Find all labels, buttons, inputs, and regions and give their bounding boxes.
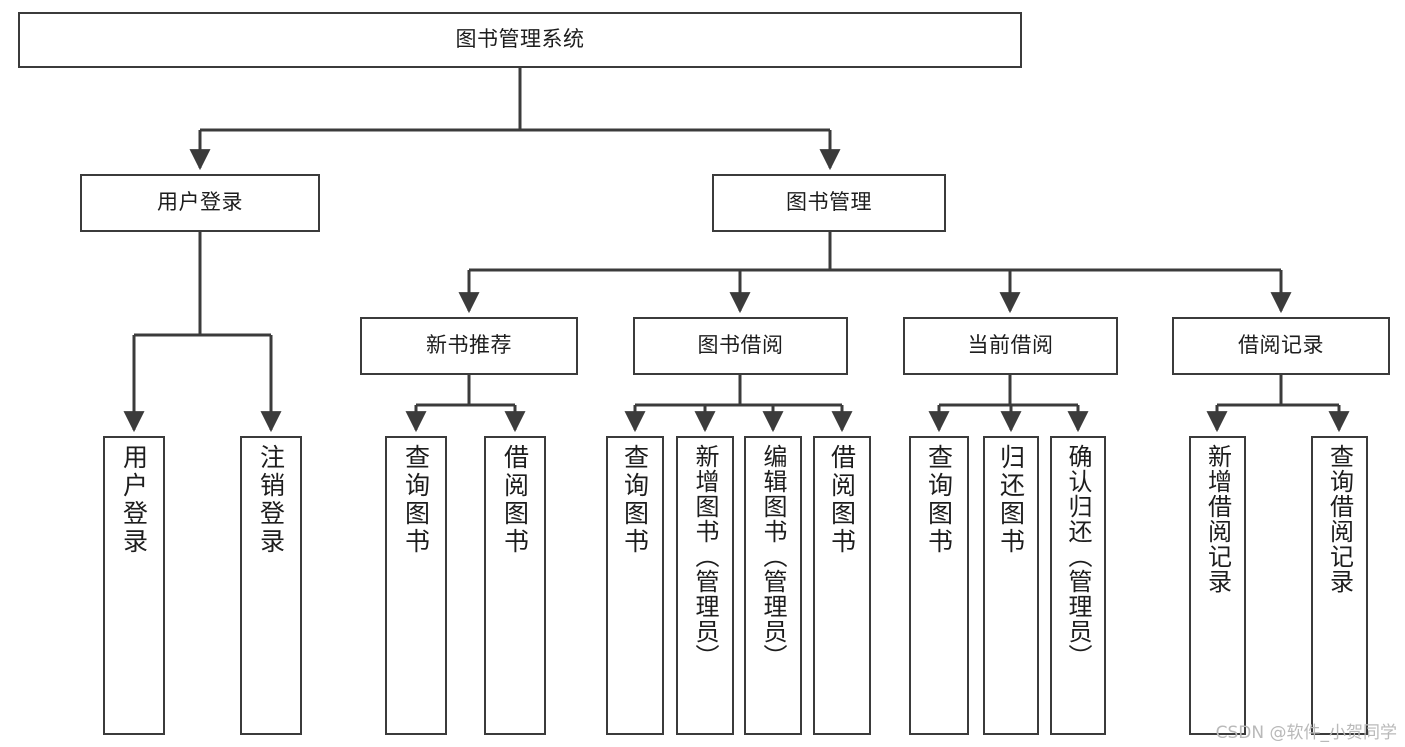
- leaf-add-borrow-record-label: 新增借阅记录: [1203, 444, 1232, 594]
- leaf-add-borrow-record[interactable]: 新增借阅记录: [1189, 436, 1246, 735]
- leaf-query-borrow-record[interactable]: 查询借阅记录: [1311, 436, 1368, 735]
- node-user-login[interactable]: 用户登录: [80, 174, 320, 232]
- leaf-user-login[interactable]: 用户登录: [103, 436, 165, 735]
- leaf-borrow-book-bb[interactable]: 借阅图书: [813, 436, 871, 735]
- node-book-borrow[interactable]: 图书借阅: [633, 317, 848, 375]
- leaf-user-login-label: 用户登录: [119, 444, 149, 556]
- node-borrow-record[interactable]: 借阅记录: [1172, 317, 1390, 375]
- leaf-query-book-cb-label: 查询图书: [924, 444, 954, 556]
- leaf-return-book-label: 归还图书: [996, 444, 1026, 556]
- leaf-query-book-bb-label: 查询图书: [620, 444, 650, 556]
- leaf-borrow-book-bb-label: 借阅图书: [827, 444, 857, 556]
- leaf-confirm-return-admin[interactable]: 确认归还（管理员）: [1050, 436, 1106, 735]
- node-book-management-label: 图书管理: [786, 190, 872, 215]
- leaf-query-book-nb[interactable]: 查询图书: [385, 436, 447, 735]
- watermark: CSDN @软件_小贺同学: [1215, 723, 1397, 743]
- node-current-borrow[interactable]: 当前借阅: [903, 317, 1118, 375]
- leaf-edit-book-admin[interactable]: 编辑图书（管理员）: [744, 436, 802, 735]
- node-book-borrow-label: 图书借阅: [697, 333, 784, 358]
- leaf-confirm-return-admin-label: 确认归还（管理员）: [1064, 444, 1092, 669]
- leaf-borrow-book-nb-label: 借阅图书: [500, 444, 530, 556]
- leaf-logout[interactable]: 注销登录: [240, 436, 302, 735]
- node-borrow-record-label: 借阅记录: [1238, 333, 1324, 358]
- node-user-login-label: 用户登录: [157, 190, 243, 215]
- node-book-management[interactable]: 图书管理: [712, 174, 946, 232]
- leaf-borrow-book-nb[interactable]: 借阅图书: [484, 436, 546, 735]
- node-current-borrow-label: 当前借阅: [967, 333, 1054, 358]
- node-new-book-recommend-label: 新书推荐: [426, 333, 512, 358]
- leaf-return-book[interactable]: 归还图书: [983, 436, 1039, 735]
- leaf-edit-book-admin-label: 编辑图书（管理员）: [759, 444, 787, 669]
- node-root[interactable]: 图书管理系统: [18, 12, 1022, 68]
- leaf-query-book-nb-label: 查询图书: [401, 444, 431, 556]
- leaf-add-book-admin-label: 新增图书（管理员）: [691, 444, 719, 669]
- node-root-label: 图书管理系统: [455, 27, 585, 52]
- leaf-add-book-admin[interactable]: 新增图书（管理员）: [676, 436, 734, 735]
- leaf-logout-label: 注销登录: [256, 444, 286, 556]
- node-new-book-recommend[interactable]: 新书推荐: [360, 317, 578, 375]
- leaf-query-borrow-record-label: 查询借阅记录: [1325, 444, 1354, 594]
- leaf-query-book-cb[interactable]: 查询图书: [909, 436, 969, 735]
- leaf-query-book-bb[interactable]: 查询图书: [606, 436, 664, 735]
